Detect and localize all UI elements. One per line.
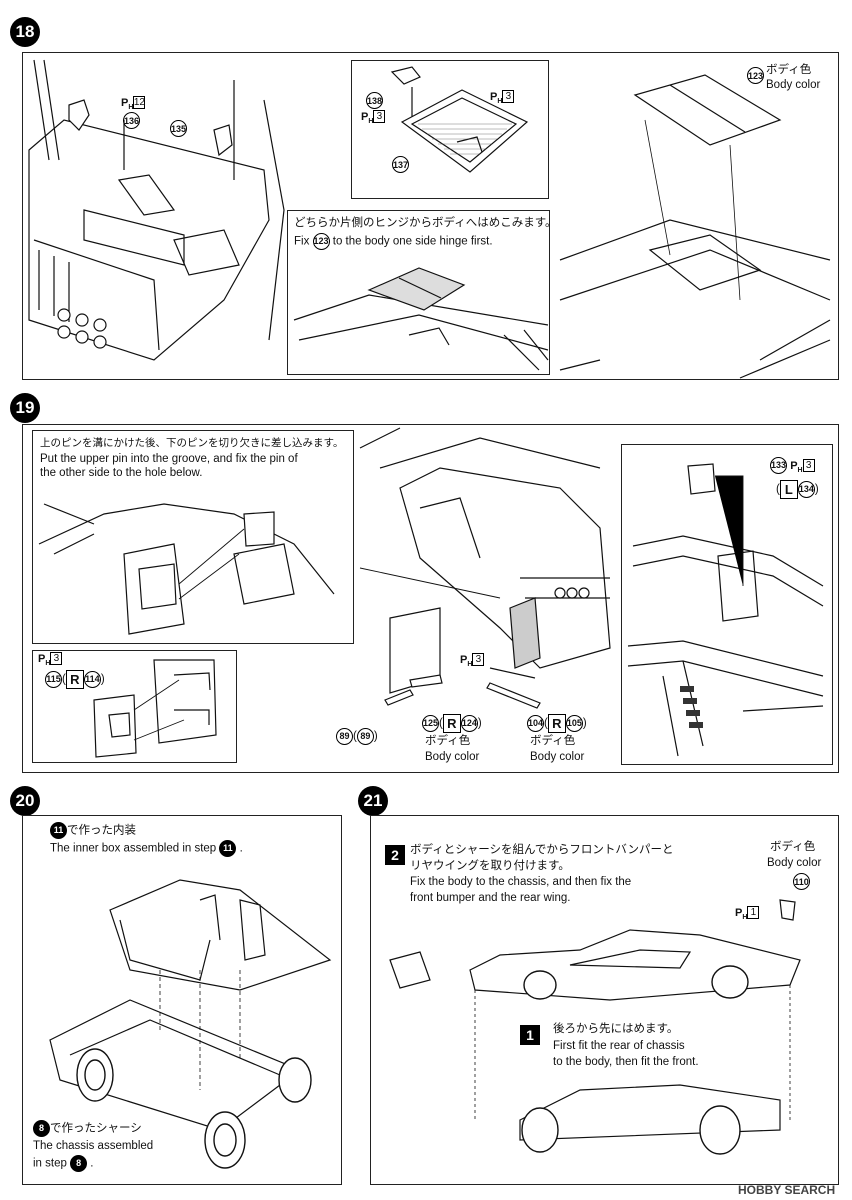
- pin-note-en-2: the other side to the hole below.: [40, 467, 203, 479]
- part-137-label: 137: [392, 156, 409, 174]
- sub-step-1-jp: 後ろから先にはめます。: [553, 1023, 679, 1035]
- step-20-chassis-en-1: The chassis assembled: [33, 1140, 154, 1152]
- step-20-inner-box-en: The inner box assembled in step 11 .: [50, 840, 243, 857]
- hinge-note-jp: どちらか片側のヒンジからボディへはめこみます。: [294, 217, 557, 229]
- pin-inset-drawing: [38, 503, 335, 635]
- sub-step-2-en-1: Fix the body to the chassis, and then fi…: [410, 876, 632, 888]
- part-135-label: 135: [170, 120, 187, 138]
- part-104-body-color-en: Body color: [530, 751, 585, 763]
- step-19-number: 19: [10, 393, 40, 423]
- hood-inset-drawing: [390, 66, 529, 173]
- sub-step-1-en-1: First fit the rear of chassis: [553, 1040, 685, 1052]
- step-18-body-color-jp: ボディ色: [766, 64, 812, 76]
- part133-inset-drawing: [627, 463, 824, 757]
- pin-note-en-1: Put the upper pin into the groove, and f…: [40, 453, 298, 465]
- step-20-number: 20: [10, 786, 40, 816]
- step-21-car-drawing: [389, 899, 801, 1155]
- ph-icon: PH: [121, 97, 134, 112]
- part-136-label: 136: [123, 112, 140, 130]
- small-parts-drawing: [384, 674, 541, 709]
- step-18-interior-drawing: [28, 59, 285, 361]
- part115-inset-drawing: [93, 659, 217, 758]
- sub-step-2-jp-1: ボディとシャーシを組んでからフロントバンパーと: [410, 844, 674, 856]
- sub-step-1-badge: 1: [520, 1025, 540, 1045]
- sub-step-2-en-2: front bumper and the rear wing.: [410, 892, 571, 904]
- step-18-body-color-en: Body color: [766, 79, 821, 91]
- hobby-search-watermark: HOBBY SEARCH: [738, 1183, 836, 1197]
- step-19-car-drawing: [359, 427, 611, 694]
- ph-136-label: PH12: [121, 96, 146, 115]
- hood-123-drawing: [559, 74, 831, 379]
- step-20-drawing: [49, 879, 332, 1169]
- sub-step-2-badge: 2: [385, 845, 405, 865]
- ph-number-box: 12: [133, 96, 146, 110]
- step-19-pin-inset: [32, 430, 354, 644]
- part-125-body-color-jp: ボディ色: [425, 735, 471, 747]
- step-20-frame: [22, 815, 342, 1185]
- part-104-body-color-jp: ボディ色: [530, 735, 576, 747]
- step-21-body-color-en: Body color: [767, 857, 822, 869]
- step-21-body-color-jp: ボディ色: [770, 841, 816, 853]
- pin-note-jp: 上のピンを溝にかけた後、下のピンを切り欠きに差し込みます。: [40, 437, 344, 449]
- part-138-label: 138: [366, 92, 383, 110]
- sub-step-1-en-2: to the body, then fit the front.: [553, 1056, 699, 1068]
- part-125-body-color-en: Body color: [425, 751, 480, 763]
- hinge-note-en: Fix 123 to the body one side hinge first…: [294, 233, 493, 250]
- step-18-hood-inset: [351, 60, 549, 199]
- part-89-label: 89(89): [336, 728, 378, 745]
- part-110-label: 110: [793, 873, 810, 891]
- hinge-inset-drawing: [293, 267, 549, 371]
- step-21-number: 21: [358, 786, 388, 816]
- step-20-chassis-en-2: in step 8 .: [33, 1155, 94, 1172]
- step-18-number: 18: [10, 17, 40, 47]
- part-123-label: 123: [747, 67, 764, 85]
- sub-step-2-jp-2: リヤウイングを取り付けます。: [410, 860, 570, 872]
